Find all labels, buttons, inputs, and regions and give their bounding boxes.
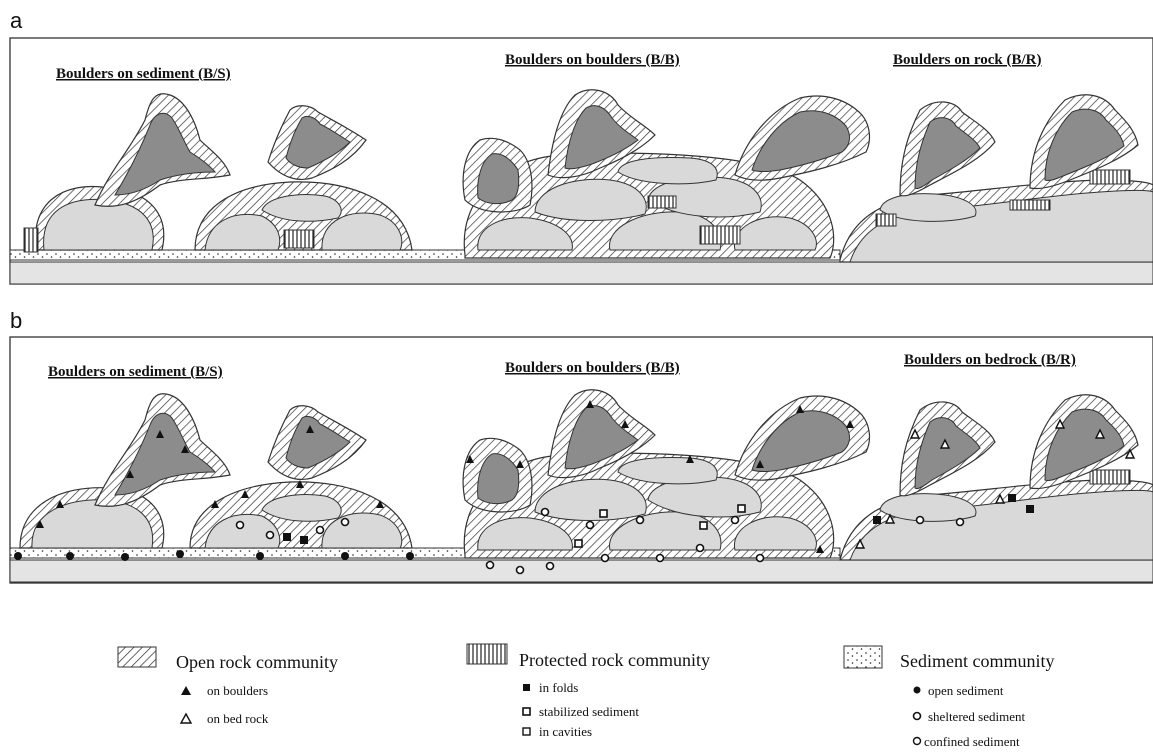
protected-rock-item-0: in folds	[539, 680, 578, 695]
legend-sediment: Sediment community open sediment shelter…	[844, 646, 1055, 749]
open-rock-swatch	[118, 647, 156, 667]
open-triangle-icon	[181, 714, 191, 723]
open-square-icon	[523, 728, 530, 735]
filled-circle-icon	[914, 687, 921, 694]
legend-open-rock: Open rock community on boulders on bed r…	[118, 647, 338, 726]
protected-rock-item-1: stabilized sediment	[539, 704, 639, 719]
open-circle-icon	[914, 738, 921, 745]
sediment-item-1: sheltered sediment	[928, 709, 1025, 724]
open-rock-item-1: on bed rock	[207, 711, 269, 726]
sediment-item-2: confined sediment	[924, 734, 1020, 749]
panel-a-title-br: Boulders on rock (B/R)	[893, 52, 1041, 68]
panel-b-title-bs: Boulders on sediment (B/S)	[48, 364, 223, 380]
panel-a-seafloor	[10, 262, 1153, 284]
dotted-square-icon	[523, 708, 530, 715]
sediment-item-0: open sediment	[928, 683, 1004, 698]
panel-a-letter: a	[10, 8, 23, 33]
protected-rock-swatch	[467, 644, 507, 664]
panel-b-title-bb: Boulders on boulders (B/B)	[505, 360, 680, 376]
legend: Open rock community on boulders on bed r…	[118, 644, 1055, 749]
panel-a-title-bb: Boulders on boulders (B/B)	[505, 52, 680, 68]
legend-protected-rock: Protected rock community in folds stabil…	[467, 644, 710, 739]
sediment-label: Sediment community	[900, 651, 1055, 671]
protected-rock-item-2: in cavities	[539, 724, 592, 739]
open-rock-item-0: on boulders	[207, 683, 268, 698]
sediment-swatch	[844, 646, 882, 668]
panel-a: Boulders on sediment (B/S) Boulders on b…	[10, 38, 1153, 284]
panel-b-title-br: Boulders on bedrock (B/R)	[904, 352, 1076, 368]
panel-b: Boulders on sediment (B/S) Boulders on b…	[10, 337, 1153, 583]
panel-b-letter: b	[10, 308, 22, 333]
open-rock-label: Open rock community	[176, 652, 338, 672]
panel-b-seafloor	[10, 560, 1153, 582]
filled-triangle-icon	[181, 686, 191, 695]
dotted-circle-icon	[914, 713, 921, 720]
filled-square-icon	[523, 684, 530, 691]
panel-a-title-bs: Boulders on sediment (B/S)	[56, 66, 231, 82]
protected-rock-label: Protected rock community	[519, 650, 710, 670]
